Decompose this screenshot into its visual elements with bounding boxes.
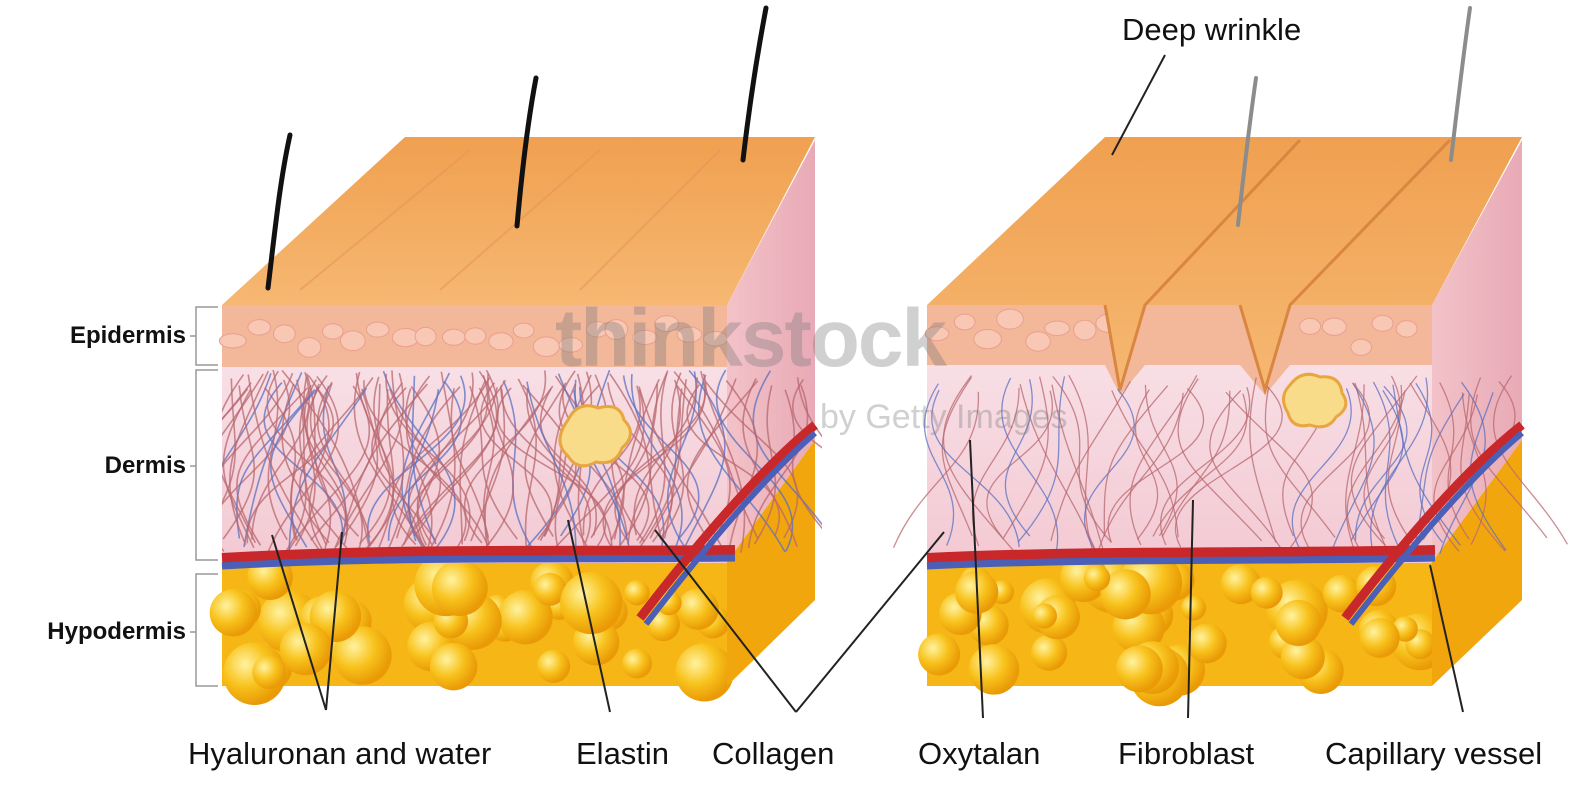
label-collagen: Collagen <box>712 736 834 772</box>
epidermal-cell <box>489 333 513 350</box>
epidermal-cell <box>997 309 1024 329</box>
label-oxytalan: Oxytalan <box>918 736 1040 772</box>
epidermal-cell <box>366 322 389 337</box>
epidermal-cell <box>1074 320 1096 340</box>
epidermal-cell <box>513 323 534 338</box>
epidermal-cell <box>1372 315 1393 331</box>
epidermal-cell <box>415 327 436 345</box>
label-capillary: Capillary vessel <box>1325 736 1542 772</box>
label-hyaluronan: Hyaluronan and water <box>188 736 491 772</box>
fat-cell <box>537 650 570 683</box>
fat-cell <box>1181 596 1206 621</box>
fat-cell <box>624 580 649 605</box>
epidermal-cell <box>273 325 295 343</box>
watermark-byline: by Getty Images <box>820 398 1068 437</box>
fat-cell <box>1031 635 1067 671</box>
label-fibroblast: Fibroblast <box>1118 736 1254 772</box>
epidermal-cell <box>322 324 343 339</box>
epidermal-cell <box>1300 318 1321 334</box>
fat-cell <box>430 643 477 690</box>
fat-cell <box>675 643 733 701</box>
epidermal-cell <box>1026 332 1051 351</box>
fat-cell <box>1032 603 1057 628</box>
fat-cell <box>1275 600 1321 646</box>
epidermal-cell <box>248 320 271 335</box>
label-epidermis: Epidermis <box>70 322 186 350</box>
layer-brackets <box>190 307 218 686</box>
fat-cell <box>1187 624 1227 664</box>
label-deep-wrinkle: Deep wrinkle <box>1122 12 1301 48</box>
epidermal-cell <box>954 314 975 330</box>
label-hypodermis: Hypodermis <box>47 618 186 646</box>
fat-cell <box>280 623 332 675</box>
fat-cell <box>1251 577 1283 609</box>
fat-cell <box>918 633 960 675</box>
watermark-brand: thinkstock <box>555 292 945 386</box>
label-dermis: Dermis <box>105 452 186 480</box>
fat-cell <box>432 560 488 616</box>
epidermal-cell <box>340 331 365 351</box>
epidermal-cell <box>1322 318 1346 335</box>
fat-cell <box>210 589 257 636</box>
epidermal-cell <box>219 334 246 348</box>
fat-cell <box>1084 565 1110 591</box>
fat-cell <box>677 588 719 630</box>
fat-cell <box>622 649 652 679</box>
fibroblast-cell-right <box>1283 374 1345 426</box>
label-elastin: Elastin <box>576 736 669 772</box>
epidermal-cell <box>442 329 465 345</box>
epidermal-cell <box>465 328 486 344</box>
fat-cell <box>1116 646 1163 693</box>
fat-cell <box>1360 618 1400 658</box>
epidermal-cell <box>298 338 321 358</box>
epidermal-cell <box>974 329 1002 348</box>
epidermal-cell <box>1045 321 1070 335</box>
epidermal-cell <box>1396 321 1417 337</box>
epidermal-cell <box>1351 339 1372 355</box>
fat-cell <box>969 644 1019 694</box>
fat-cell <box>252 655 286 689</box>
aged-skin-block <box>894 8 1568 706</box>
